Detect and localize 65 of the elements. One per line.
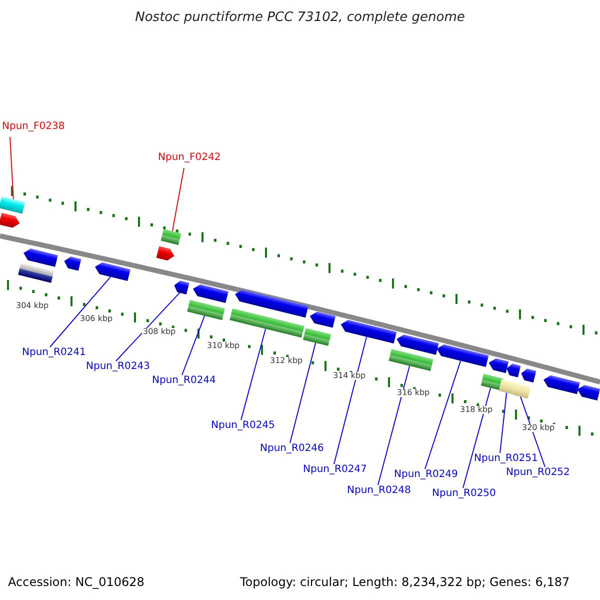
position-label: 314 kbp bbox=[332, 372, 367, 380]
gene-label: Npun_R0246 bbox=[260, 444, 324, 454]
leader-line bbox=[290, 342, 316, 444]
leader-line bbox=[240, 328, 266, 420]
gene-label: Npun_R0244 bbox=[152, 376, 216, 386]
position-label: 304 kbp bbox=[15, 302, 50, 310]
leader-line bbox=[500, 392, 508, 454]
leader-line bbox=[10, 136, 14, 200]
gene-label: Npun_F0242 bbox=[158, 153, 221, 163]
title: Nostoc punctiforme PCC 73102, complete genome bbox=[134, 11, 466, 24]
position-label: 310 kbp bbox=[206, 342, 241, 350]
gene-feature bbox=[174, 280, 190, 294]
gene-feature bbox=[396, 334, 439, 355]
leader-line bbox=[172, 168, 184, 232]
position-label: 312 kbp bbox=[269, 357, 304, 365]
leader-line bbox=[520, 396, 546, 468]
gene-feature bbox=[436, 344, 489, 368]
genome-info-text: Topology: circular; Length: 8,234,322 bp; Genes: 6,187 bbox=[240, 576, 570, 588]
gene-feature bbox=[513, 383, 531, 399]
leader-line bbox=[334, 336, 368, 464]
gene-label: Npun_R0248 bbox=[347, 486, 411, 496]
gene-feature bbox=[498, 379, 518, 395]
gene-label: Npun_R0241 bbox=[22, 348, 86, 358]
gene-feature bbox=[230, 308, 304, 338]
accession-text: Accession: NC_010628 bbox=[8, 576, 144, 588]
gene-feature bbox=[310, 312, 336, 328]
gene-feature bbox=[340, 320, 397, 344]
gene-feature bbox=[187, 300, 225, 320]
gene-feature bbox=[388, 349, 434, 371]
leader-line bbox=[116, 292, 180, 362]
gene-feature bbox=[156, 246, 174, 260]
position-label: 320 kbp bbox=[521, 424, 556, 432]
gene-label: Npun_R0249 bbox=[394, 470, 458, 480]
gene-label: Npun_F0238 bbox=[2, 122, 65, 132]
position-label: 308 kbp bbox=[142, 328, 177, 336]
leader-line bbox=[50, 276, 112, 348]
leader-line bbox=[424, 360, 462, 470]
gene-label: Npun_R0243 bbox=[86, 362, 150, 372]
gene-feature bbox=[506, 364, 521, 378]
gene-feature bbox=[64, 256, 82, 271]
gene-feature bbox=[0, 212, 20, 228]
gene-feature bbox=[480, 374, 504, 390]
gene-label: Npun_R0252 bbox=[506, 468, 570, 478]
gene-feature bbox=[235, 290, 308, 318]
gene-feature bbox=[24, 248, 58, 267]
gene-feature bbox=[0, 196, 26, 214]
gene-feature bbox=[18, 263, 54, 283]
gene-label: Npun_R0251 bbox=[474, 454, 538, 464]
position-label: 306 kbp bbox=[79, 315, 114, 323]
gene-feature bbox=[302, 328, 332, 346]
gene-feature bbox=[521, 368, 536, 382]
position-label: 318 kbp bbox=[459, 406, 494, 414]
gene-feature bbox=[544, 375, 580, 394]
gene-label: Npun_R0247 bbox=[303, 465, 367, 475]
leader-line bbox=[378, 365, 410, 486]
gene-feature bbox=[95, 262, 130, 281]
gene-feature bbox=[577, 384, 600, 400]
gene-feature bbox=[193, 284, 228, 303]
gene-label: Npun_R0245 bbox=[211, 421, 275, 431]
gene-feature bbox=[488, 358, 509, 374]
position-label: 316 kbp bbox=[396, 389, 431, 397]
gene-feature bbox=[160, 229, 182, 245]
leader-line bbox=[182, 315, 206, 376]
gene-label: Npun_R0250 bbox=[432, 489, 496, 499]
leader-line bbox=[462, 387, 492, 488]
